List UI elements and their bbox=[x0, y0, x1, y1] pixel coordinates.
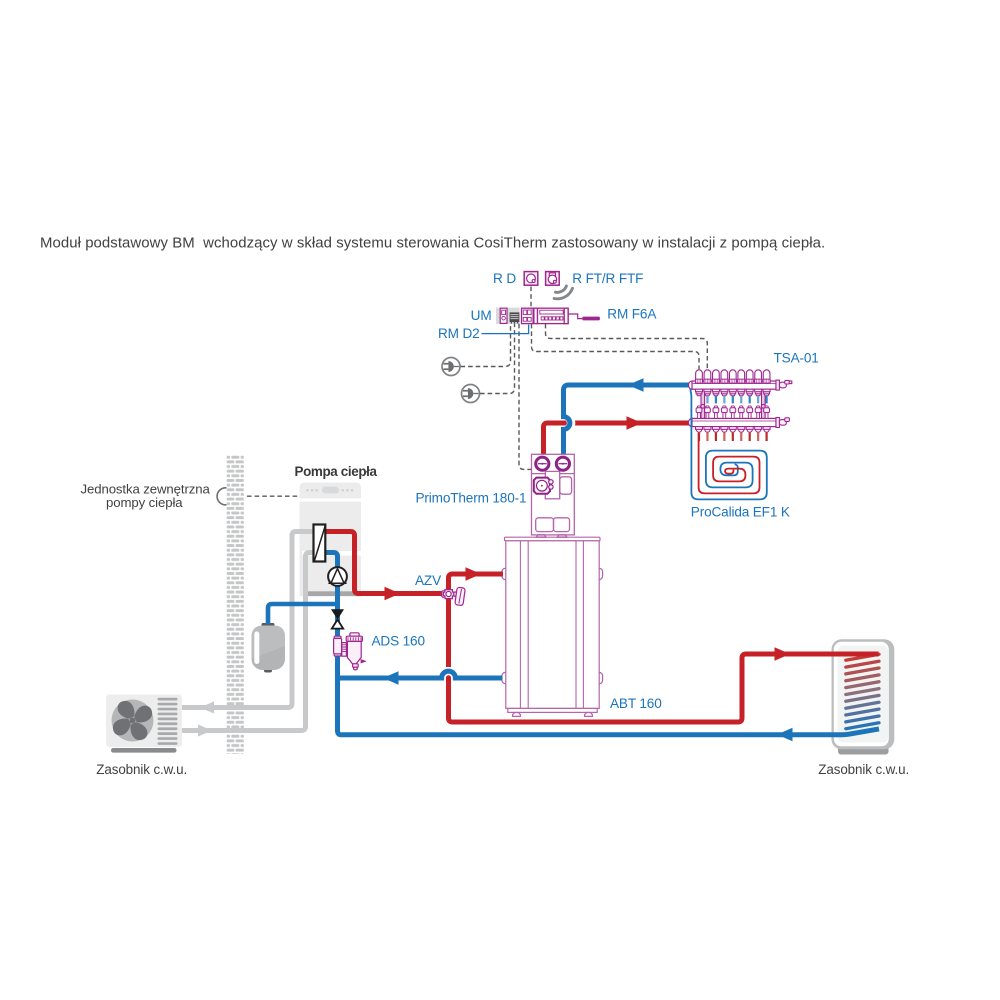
svg-text:Jednostka zewnętrzna: Jednostka zewnętrzna bbox=[81, 481, 211, 496]
svg-text:ABT 160: ABT 160 bbox=[610, 696, 662, 711]
svg-text:R FT/R FTF: R FT/R FTF bbox=[572, 271, 643, 286]
svg-text:UM: UM bbox=[471, 308, 492, 323]
svg-text:AZV: AZV bbox=[415, 573, 441, 588]
svg-text:ProCalida EF1 K: ProCalida EF1 K bbox=[691, 504, 790, 519]
svg-text:Zasobnik c.w.u.: Zasobnik c.w.u. bbox=[818, 762, 909, 777]
svg-text:RM D2: RM D2 bbox=[438, 326, 480, 341]
svg-text:Moduł podstawowy BM wchodzący: Moduł podstawowy BM wchodzący w skład sy… bbox=[40, 235, 825, 252]
svg-text:Pompa ciepła: Pompa ciepła bbox=[295, 464, 378, 479]
svg-text:pompy ciepła: pompy ciepła bbox=[106, 495, 183, 510]
svg-text:ADS 160: ADS 160 bbox=[372, 633, 426, 648]
svg-text:PrimoTherm 180-1: PrimoTherm 180-1 bbox=[416, 491, 527, 506]
svg-text:Zasobnik c.w.u.: Zasobnik c.w.u. bbox=[96, 762, 187, 777]
svg-text:R D: R D bbox=[493, 271, 516, 286]
svg-text:TSA-01: TSA-01 bbox=[774, 351, 819, 366]
svg-text:RM F6A: RM F6A bbox=[607, 307, 657, 322]
